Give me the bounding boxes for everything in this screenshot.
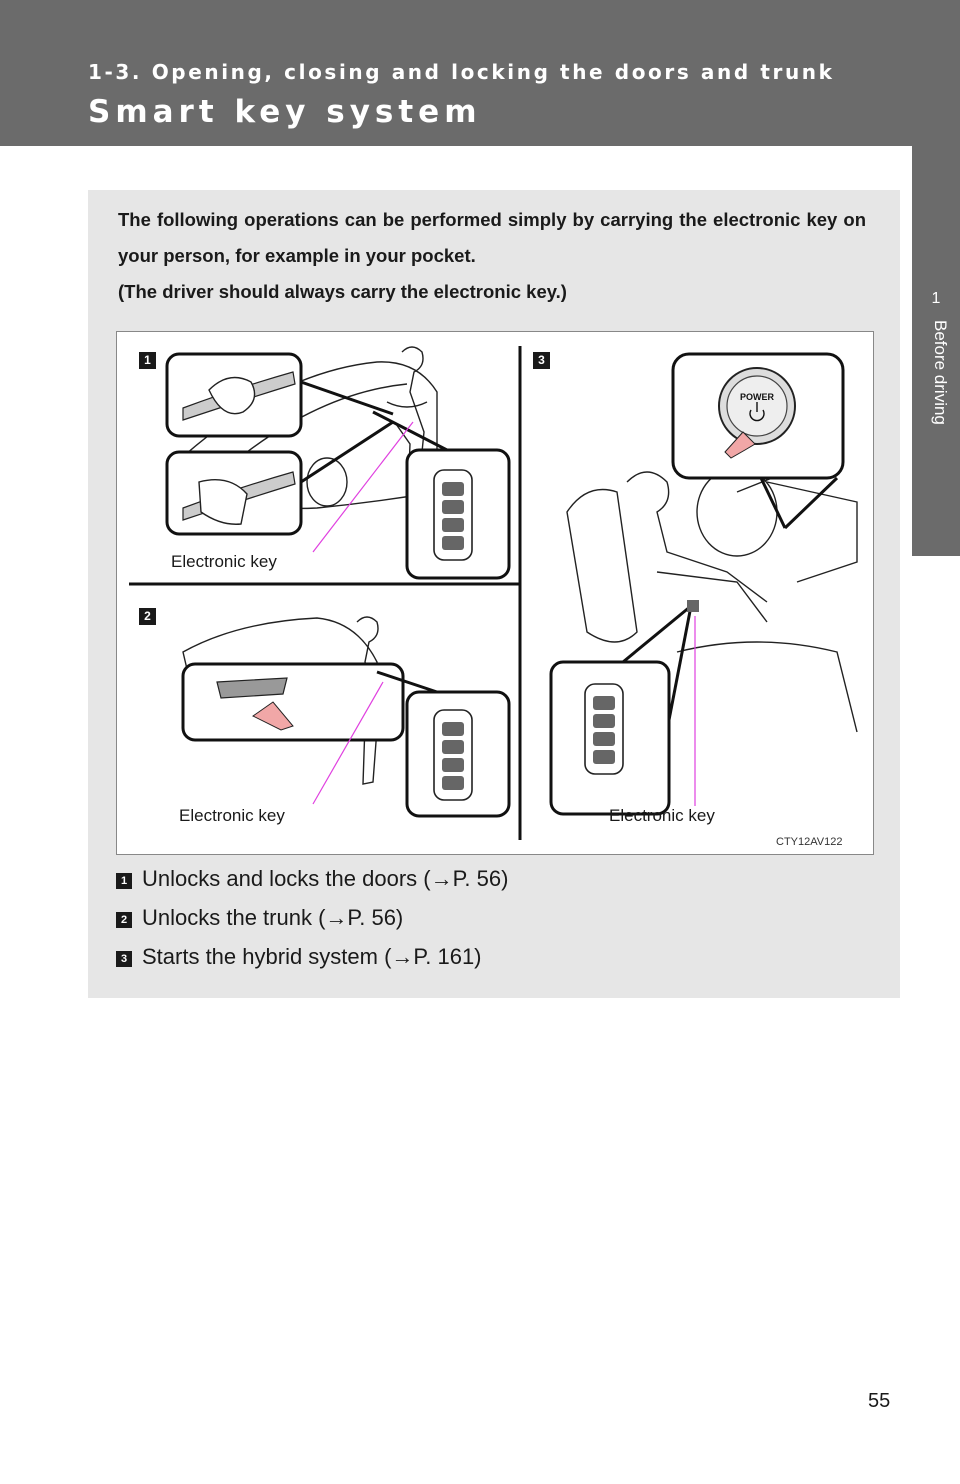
smart-key-icon: [433, 709, 473, 801]
page-number: 55: [868, 1390, 891, 1412]
electronic-key-label: Electronic key: [171, 552, 277, 571]
electronic-key-label: Electronic key: [179, 806, 285, 825]
illustration: POWER 1 2 3 Electronic key Electronic ke…: [116, 331, 874, 855]
intro-paragraph: The following operations can be performe…: [118, 209, 866, 266]
panel-badge-2: 2: [139, 608, 156, 625]
list-item-text: Unlocks and locks the doors (→P. 56): [142, 866, 509, 891]
panel-badge-1: 1: [139, 352, 156, 369]
section-heading: 1-3. Opening, closing and locking the do…: [88, 60, 835, 84]
chapter-number: 1: [931, 290, 941, 307]
chapter-label: Before driving: [931, 320, 950, 425]
smart-key-icon: [584, 683, 624, 775]
list-item: 3 Starts the hybrid system (→P. 161): [116, 944, 482, 970]
header-band: [0, 0, 960, 146]
figure-code: CTY12AV122: [776, 836, 843, 848]
page-title: Smart key system: [88, 94, 482, 130]
list-item: 2 Unlocks the trunk (→P. 56): [116, 905, 403, 931]
list-badge: 3: [116, 951, 132, 967]
list-badge: 1: [116, 873, 132, 889]
intro-note: (The driver should always carry the elec…: [118, 281, 567, 302]
trunk-inset: [181, 662, 405, 742]
list-badge: 2: [116, 912, 132, 928]
intro-text: The following operations can be performe…: [118, 202, 866, 310]
smart-key-icon: [433, 469, 473, 561]
list-item: 1 Unlocks and locks the doors (→P. 56): [116, 866, 508, 892]
list-item-text: Unlocks the trunk (→P. 56): [142, 905, 404, 930]
chapter-tab: [912, 146, 960, 556]
illustration-drawing: POWER: [129, 346, 858, 840]
power-label: POWER: [740, 392, 775, 402]
electronic-key-label: Electronic key: [609, 806, 715, 825]
panel-badge-3: 3: [533, 352, 550, 369]
driver-interior-scene: [566, 451, 858, 733]
list-item-text: Starts the hybrid system (→P. 161): [142, 944, 482, 969]
